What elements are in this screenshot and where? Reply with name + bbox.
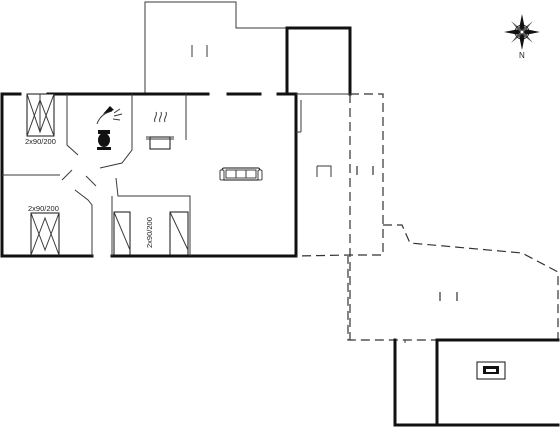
bed-size-label: 2x90/200 (25, 137, 56, 146)
interior-walls (2, 94, 332, 256)
terrace-outline (295, 93, 559, 341)
upper-annex (144, 1, 287, 94)
compass-rose-icon (504, 14, 540, 50)
bed-bottom-left[interactable]: 2x90/200 (28, 204, 60, 256)
bed-size-label: 2x90/200 (28, 204, 59, 213)
bed-middle-twin[interactable]: 2x90/200 (113, 211, 189, 256)
car-icon (476, 361, 506, 380)
toilet-icon (97, 130, 111, 150)
bed-top-left[interactable]: 2x90/200 (25, 93, 56, 146)
sofa-icon (219, 167, 263, 181)
shower-icon (96, 106, 123, 125)
garage (393, 338, 560, 427)
north-label: N (519, 51, 525, 60)
cooking-pot-icon (146, 111, 174, 150)
bed-size-label: 2x90/200 (145, 217, 154, 248)
storage-room (285, 26, 352, 96)
